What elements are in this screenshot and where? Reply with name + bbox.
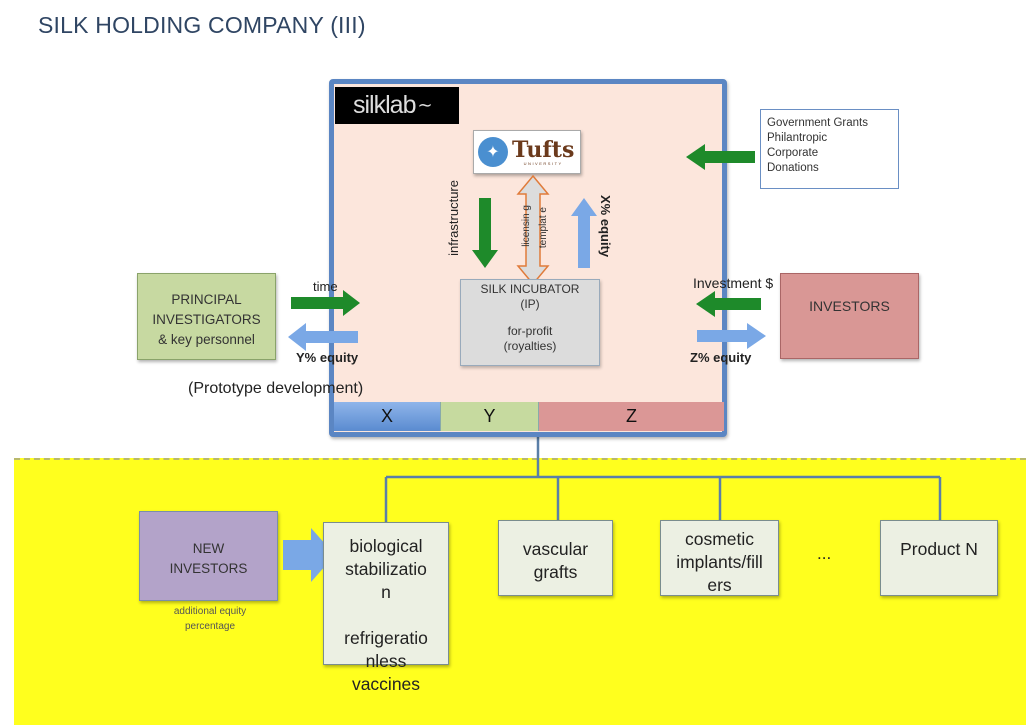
tufts-logo: ✦ Tufts UNIVERSITY xyxy=(473,130,581,174)
product-line: Product N xyxy=(900,539,978,559)
silklab-logo-text: silklab xyxy=(353,91,416,119)
product-line: vascular xyxy=(522,539,589,559)
product-line: ers xyxy=(707,575,732,595)
silklab-logo: silklab∼ xyxy=(335,87,459,124)
note-line: additional equity xyxy=(173,606,247,617)
product-box-cosmetic: cosmetic implants/fill ers xyxy=(660,520,779,596)
product-box-n: Product N xyxy=(880,520,998,596)
funding-source: Philantropic xyxy=(767,132,828,144)
funding-source: Corporate xyxy=(767,147,819,159)
product-line: stabilizatio xyxy=(345,559,427,579)
page-title: SILK HOLDING COMPANY (III) xyxy=(38,12,366,38)
product-line: biological xyxy=(349,536,423,556)
grants-arrow xyxy=(686,144,755,170)
x-equity-label: X% equity xyxy=(598,195,613,258)
new-investors-line: INVESTORS xyxy=(169,561,248,576)
funding-sources-box: Government Grants Philantropic Corporate… xyxy=(760,109,899,189)
incubator-line-4: (royalties) xyxy=(503,339,557,353)
investors-box: INVESTORS xyxy=(780,273,919,359)
prototype-development-note: (Prototype development) xyxy=(188,380,364,397)
y-equity-arrow xyxy=(288,323,358,351)
tufts-name: Tufts xyxy=(512,136,575,163)
template-label: templat e xyxy=(538,207,549,249)
pi-line: INVESTIGATORS xyxy=(152,312,261,327)
product-line: vaccines xyxy=(351,674,421,694)
funding-source: Government Grants xyxy=(767,117,868,129)
time-label: time xyxy=(313,279,338,294)
product-line: grafts xyxy=(533,562,578,582)
new-investors-box: NEW INVESTORS xyxy=(139,511,278,601)
pi-line: & key personnel xyxy=(158,332,255,347)
note-line: percentage xyxy=(184,621,236,632)
y-equity-label: Y% equity xyxy=(296,350,359,365)
product-line: cosmetic xyxy=(684,529,755,549)
infrastructure-arrow xyxy=(472,198,498,268)
silk-incubator-box: SILK INCUBATOR (IP) for-profit (royaltie… xyxy=(460,279,600,366)
z-equity-label: Z% equity xyxy=(690,350,752,365)
wave-icon: ∼ xyxy=(417,95,432,115)
product-line: nless xyxy=(365,651,407,671)
z-equity-arrow xyxy=(697,323,766,349)
product-box-biological: biological stabilizatio n refrigeratio n… xyxy=(323,522,449,694)
equity-segment-y: Y xyxy=(440,402,538,431)
pi-line: PRINCIPAL xyxy=(171,292,242,307)
incubator-line-2: (IP) xyxy=(520,297,540,311)
funding-source: Donations xyxy=(767,162,819,174)
new-investors-line: NEW xyxy=(192,541,225,556)
time-arrow xyxy=(291,290,360,316)
licensing-label: licensin g xyxy=(521,205,532,247)
investment-arrow xyxy=(696,291,761,317)
product-box-vascular: vascular grafts xyxy=(498,520,613,596)
additional-equity-note: additional equity percentage xyxy=(150,604,270,634)
new-investors-arrow xyxy=(283,528,335,582)
tufts-subtitle: UNIVERSITY xyxy=(523,160,563,166)
x-equity-arrow xyxy=(571,198,597,268)
product-line: implants/fill xyxy=(676,552,763,572)
incubator-line-1: SILK INCUBATOR xyxy=(480,282,580,296)
product-line: n xyxy=(381,582,391,602)
more-products-ellipsis: ... xyxy=(817,544,832,563)
infrastructure-label: infrastructure xyxy=(446,180,461,256)
equity-segment-x: X xyxy=(334,402,440,431)
principal-investigators-box: PRINCIPAL INVESTIGATORS & key personnel xyxy=(137,273,276,360)
incubator-line-3: for-profit xyxy=(507,324,553,338)
university-seal-icon: ✦ xyxy=(478,137,508,167)
investment-label: Investment $ xyxy=(693,275,774,291)
product-line: refrigeratio xyxy=(344,628,428,648)
equity-segment-z: Z xyxy=(538,402,724,431)
